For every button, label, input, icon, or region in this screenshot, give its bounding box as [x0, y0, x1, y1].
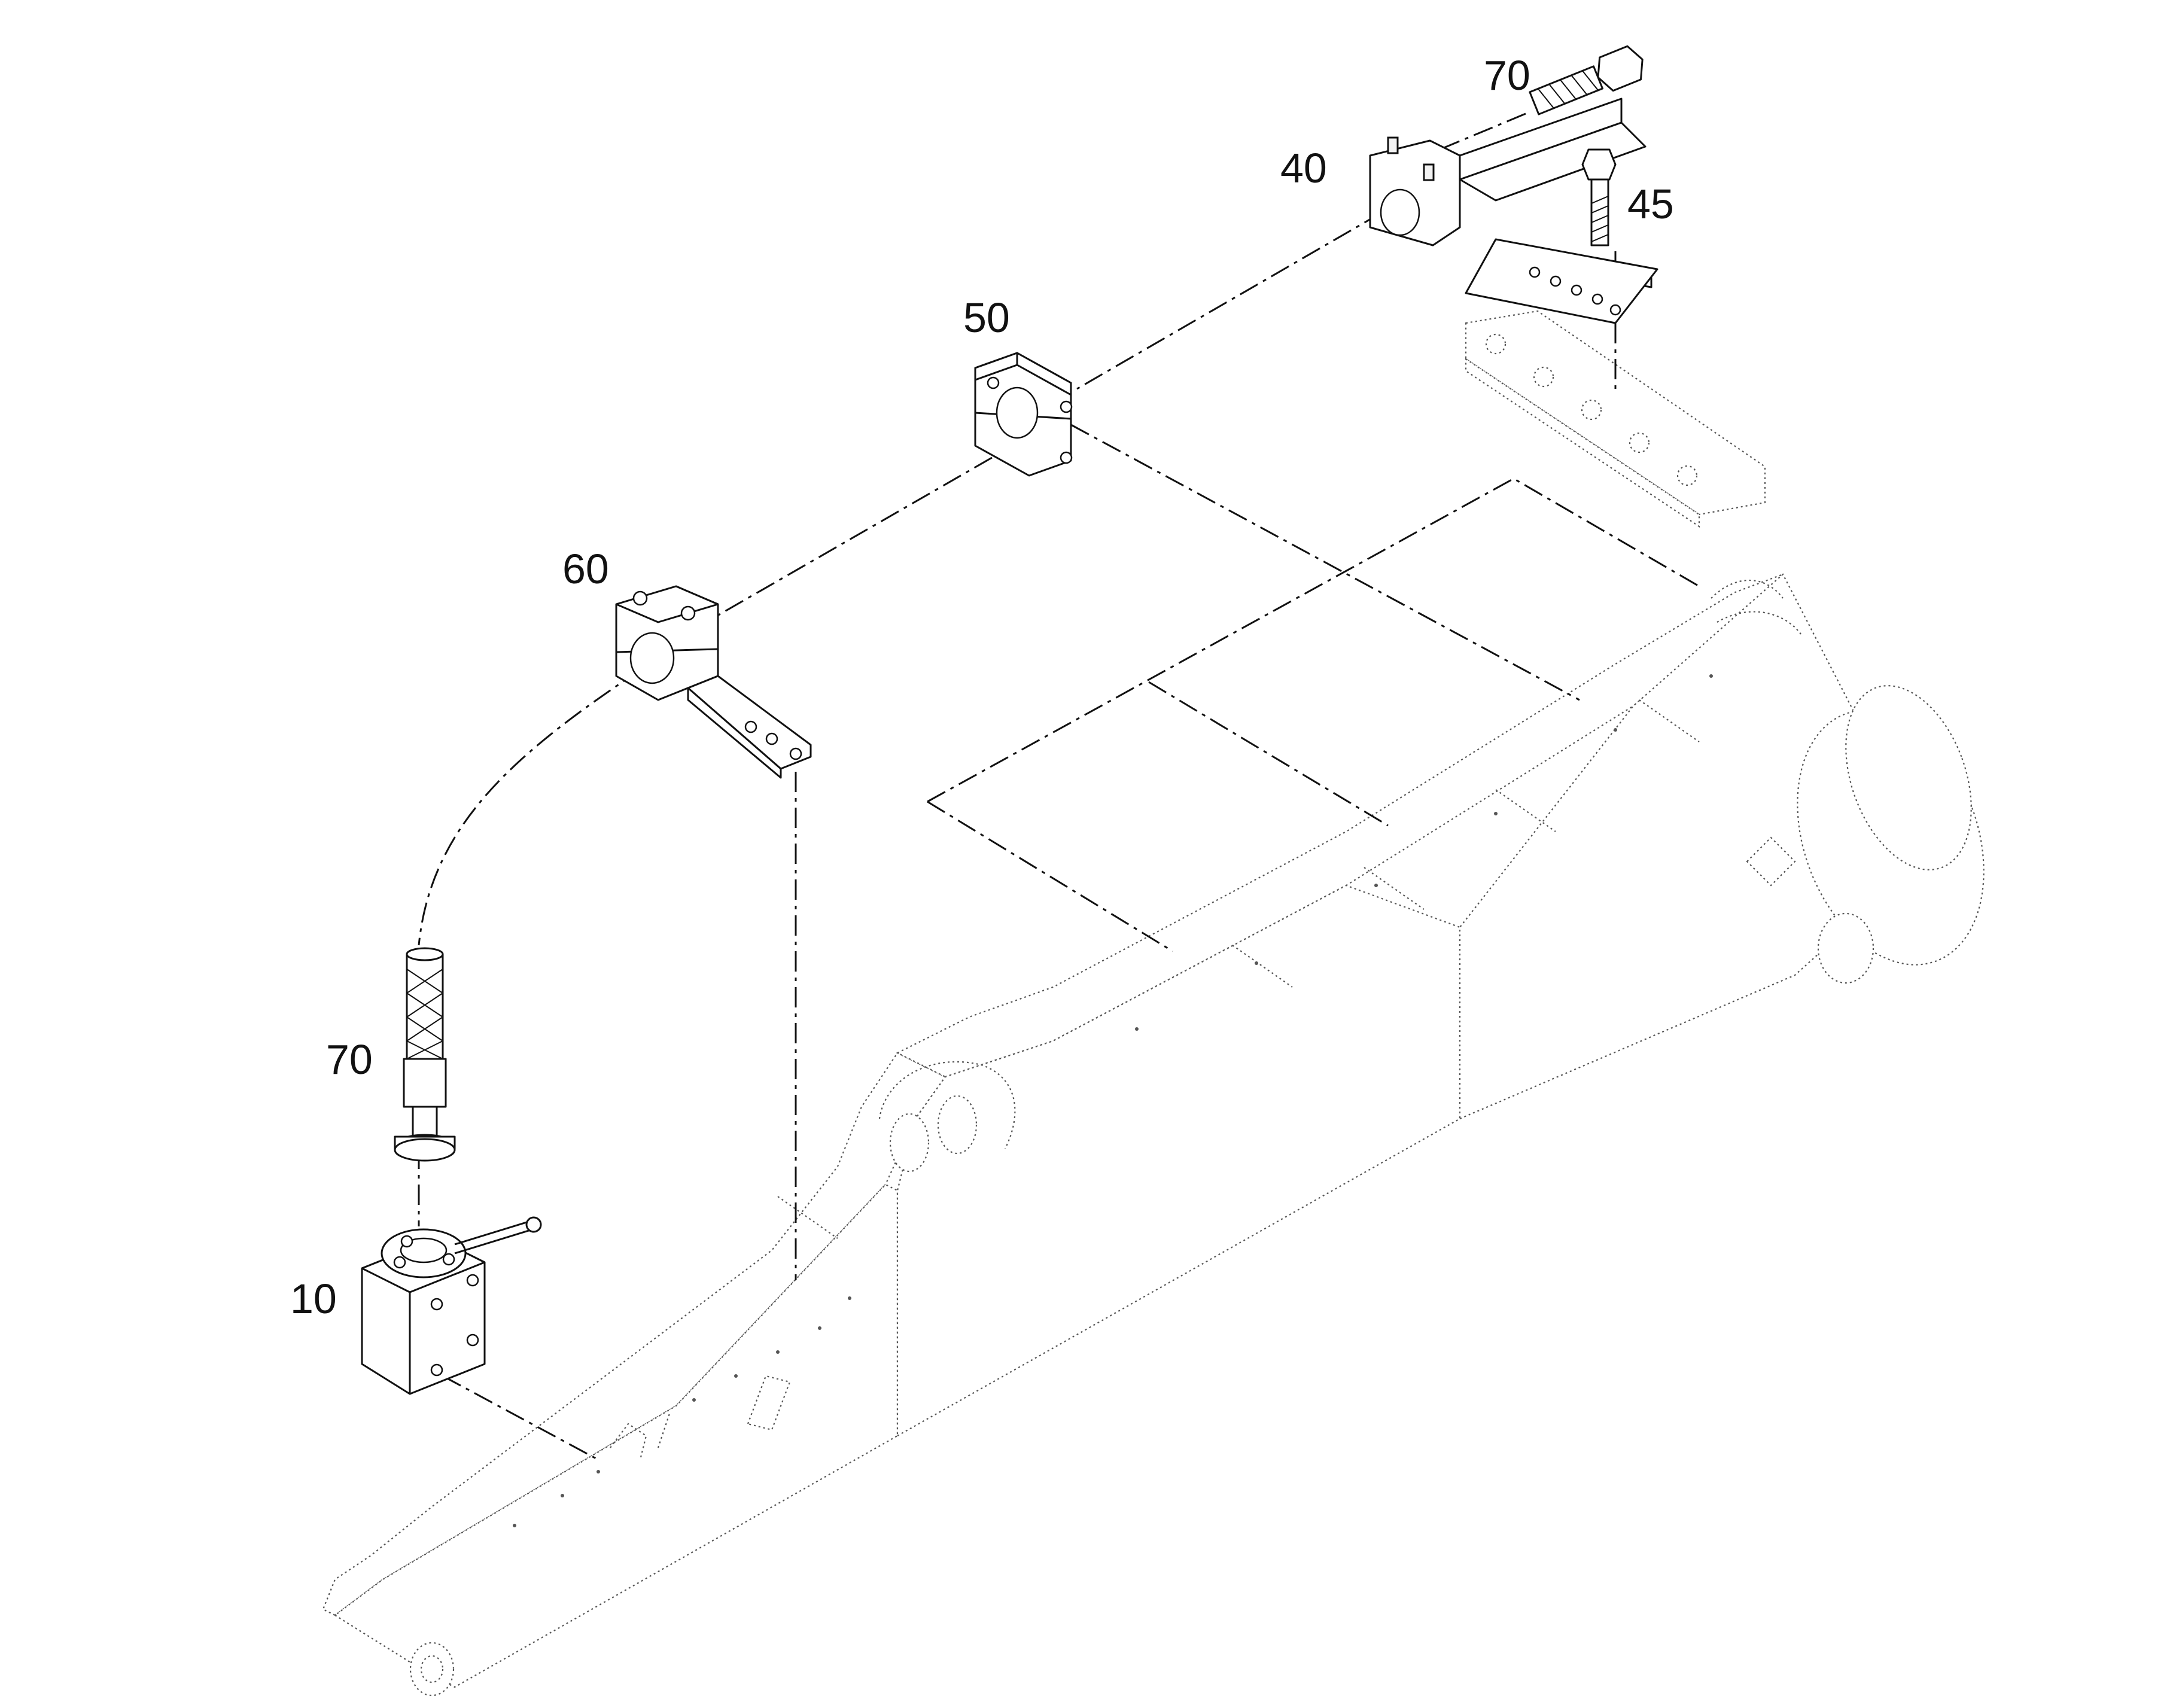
assembly-lines [418, 112, 1617, 1461]
callout-70-top: 70 [1484, 52, 1530, 99]
callout-40: 40 [1280, 145, 1327, 191]
routing-outline-lower [927, 800, 1173, 952]
callout-50: 50 [963, 294, 1010, 341]
boom-rivets [513, 674, 1713, 1527]
boom-foot-pivot [1817, 912, 1874, 984]
boom-foot-plate-inner [1845, 685, 1972, 870]
callout-70-left: 70 [326, 1036, 373, 1083]
boom-mid-ear-2 [937, 1095, 978, 1155]
clamp-with-bracket-icon [615, 585, 812, 779]
pipe-clamp-icon [974, 352, 1073, 477]
callout-10: 10 [290, 1275, 337, 1322]
mounting-bracket-icon [1369, 98, 1658, 324]
boom-mid-knuckle [878, 1061, 1016, 1149]
pipe-block-ghost [1465, 310, 1766, 528]
shut-off-valve-icon [361, 1216, 542, 1395]
boom-rear-rib [1711, 580, 1801, 635]
callout-60: 60 [562, 546, 609, 592]
routing-outline [927, 477, 1700, 803]
hose-icon [394, 947, 456, 1162]
excavator-boom [322, 573, 1985, 1697]
callout-45: 45 [1627, 181, 1674, 227]
routing-outline-mid [1148, 681, 1389, 827]
boom-pipe-brackets [610, 699, 1796, 1460]
boom-rear-side [1459, 573, 1916, 1120]
boom-lower-arm [322, 1052, 947, 1616]
boom-lower-side [334, 1183, 899, 1688]
hex-bolt-icon [1581, 148, 1617, 246]
boom-tip-pin-inner [420, 1655, 444, 1683]
boom-mid-ear-1 [889, 1113, 930, 1173]
hex-bolt-angled-icon [1529, 45, 1644, 115]
